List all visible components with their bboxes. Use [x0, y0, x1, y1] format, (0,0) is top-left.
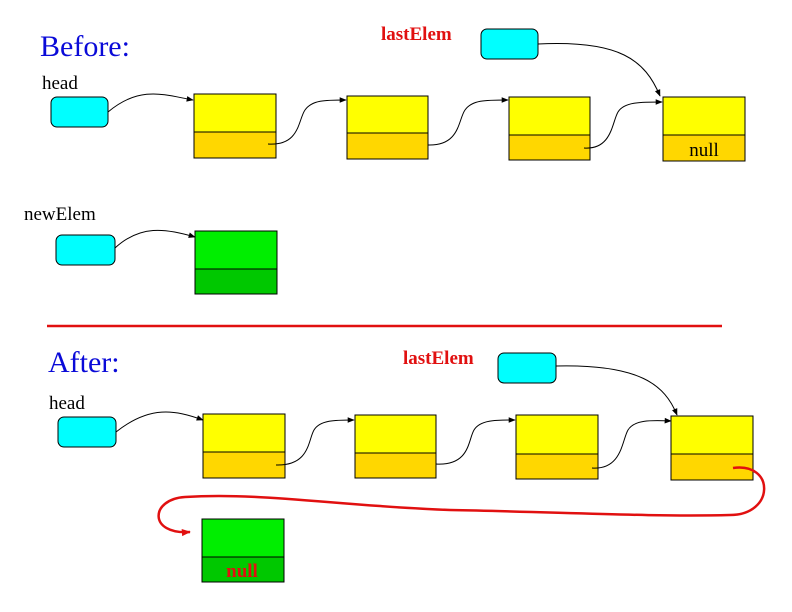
- after-last-elem-pointer: [497, 352, 557, 384]
- before-link-2-3: [427, 97, 509, 146]
- before-title: Before:: [40, 30, 130, 63]
- after-link-3-4: [591, 417, 672, 469]
- after-new-link-arrow: [157, 466, 766, 537]
- before-last-elem-arrow: [537, 42, 661, 97]
- before-new-node: [194, 230, 278, 295]
- before-last-elem-pointer: [480, 28, 539, 60]
- after-title: After:: [48, 346, 120, 379]
- after-node-1: [202, 413, 286, 479]
- before-node-1: [193, 93, 277, 159]
- after-new-node: null: [201, 518, 285, 583]
- after-head-arrow: [115, 411, 204, 433]
- after-head-pointer: [57, 416, 117, 448]
- before-node-4: null: [662, 96, 746, 162]
- before-head-arrow: [107, 93, 194, 113]
- after-head-label: head: [49, 393, 85, 414]
- before-new-elem-label: newElem: [24, 204, 96, 225]
- after-new-node-null: null: [226, 561, 258, 582]
- after-section: After: lastElem head: [48, 346, 766, 583]
- after-link-2-3: [435, 417, 516, 465]
- after-node-4: [670, 415, 754, 481]
- before-head-label: head: [42, 73, 78, 94]
- before-tail-null: null: [689, 140, 719, 161]
- before-new-elem-pointer: [55, 234, 116, 266]
- after-link-1-2: [275, 417, 355, 466]
- before-new-elem-arrow: [114, 229, 196, 249]
- before-section: Before: lastElem head nu: [24, 24, 746, 295]
- before-link-3-4: [583, 99, 663, 149]
- before-last-elem-label: lastElem: [381, 24, 452, 45]
- after-last-elem-arrow: [555, 365, 678, 416]
- before-head-pointer: [50, 96, 109, 128]
- before-node-3: [508, 96, 591, 161]
- after-node-2: [354, 414, 437, 479]
- before-node-2: [346, 95, 429, 160]
- after-node-3: [515, 414, 599, 480]
- after-last-elem-label: lastElem: [403, 348, 474, 369]
- before-link-1-2: [267, 97, 347, 145]
